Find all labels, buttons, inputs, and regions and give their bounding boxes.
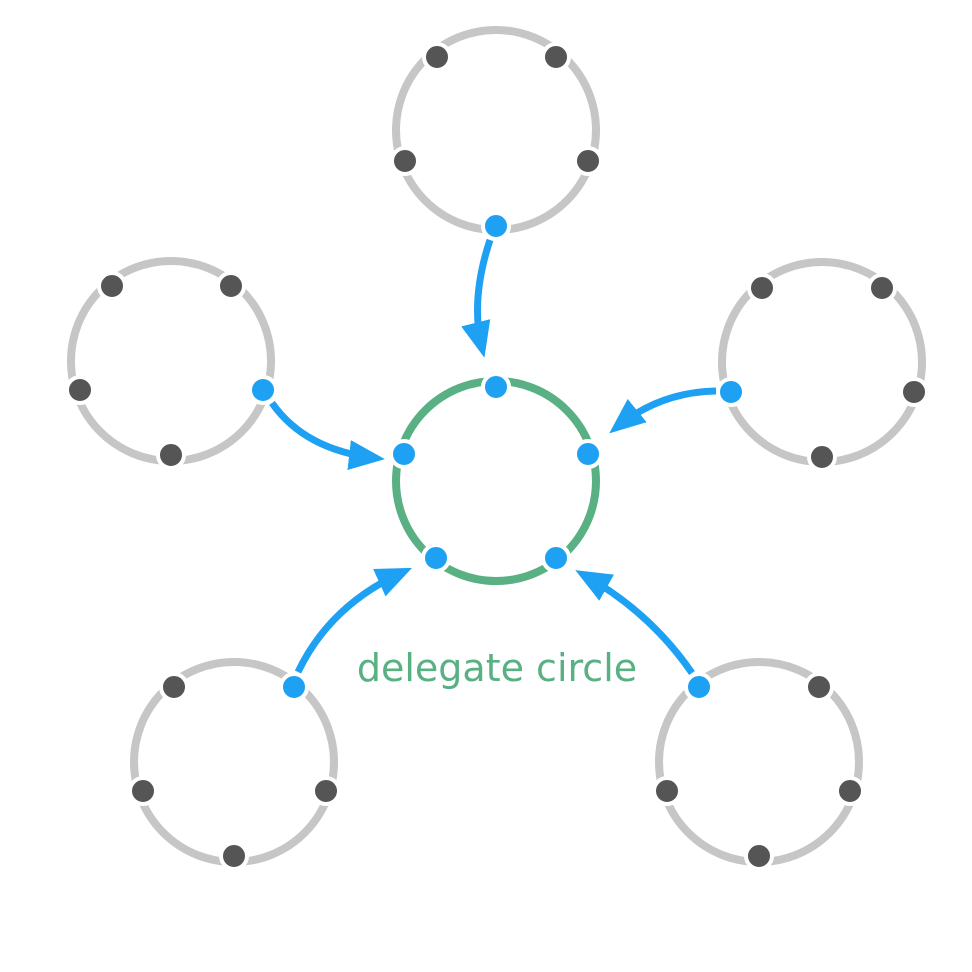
outer-circle-lower-right — [652, 658, 865, 871]
delegate-node — [248, 375, 278, 405]
member-node — [867, 273, 897, 303]
member-node — [804, 672, 834, 702]
delegate-node — [421, 543, 451, 573]
outer-circle-upper-right — [716, 258, 929, 472]
member-node — [573, 146, 603, 176]
member-node — [541, 42, 571, 72]
delegate-node — [481, 211, 511, 241]
member-node — [65, 375, 95, 405]
member-node — [899, 377, 929, 407]
delegate-node — [573, 439, 603, 469]
member-node — [156, 440, 186, 470]
arrow-from-top — [461, 238, 494, 358]
member-node — [219, 841, 249, 871]
outer-circle-upper-left — [65, 257, 278, 470]
member-node — [216, 271, 246, 301]
delegate-node — [716, 377, 746, 407]
member-node — [747, 273, 777, 303]
arrow-from-upper-right — [609, 387, 717, 434]
delegate-node — [389, 439, 419, 469]
outer-circle-top — [390, 26, 603, 241]
arrow-from-lower-right — [575, 570, 695, 675]
arrows — [269, 238, 717, 675]
member-node — [311, 776, 341, 806]
delegate-node — [481, 372, 511, 402]
member-node — [390, 146, 420, 176]
delegate-circle — [389, 372, 603, 585]
member-node — [159, 672, 189, 702]
member-node — [422, 42, 452, 72]
member-node — [744, 841, 774, 871]
member-node — [97, 271, 127, 301]
member-node — [128, 776, 158, 806]
delegate-node — [684, 672, 714, 702]
arrow-from-lower-left — [294, 567, 413, 674]
delegate-node — [279, 672, 309, 702]
outer-circle-lower-left — [128, 658, 341, 871]
member-node — [835, 776, 865, 806]
delegate-circle-label: delegate circle — [357, 646, 637, 690]
arrow-from-upper-left — [269, 400, 385, 470]
member-node — [652, 776, 682, 806]
delegate-node — [541, 543, 571, 573]
member-node — [807, 442, 837, 472]
